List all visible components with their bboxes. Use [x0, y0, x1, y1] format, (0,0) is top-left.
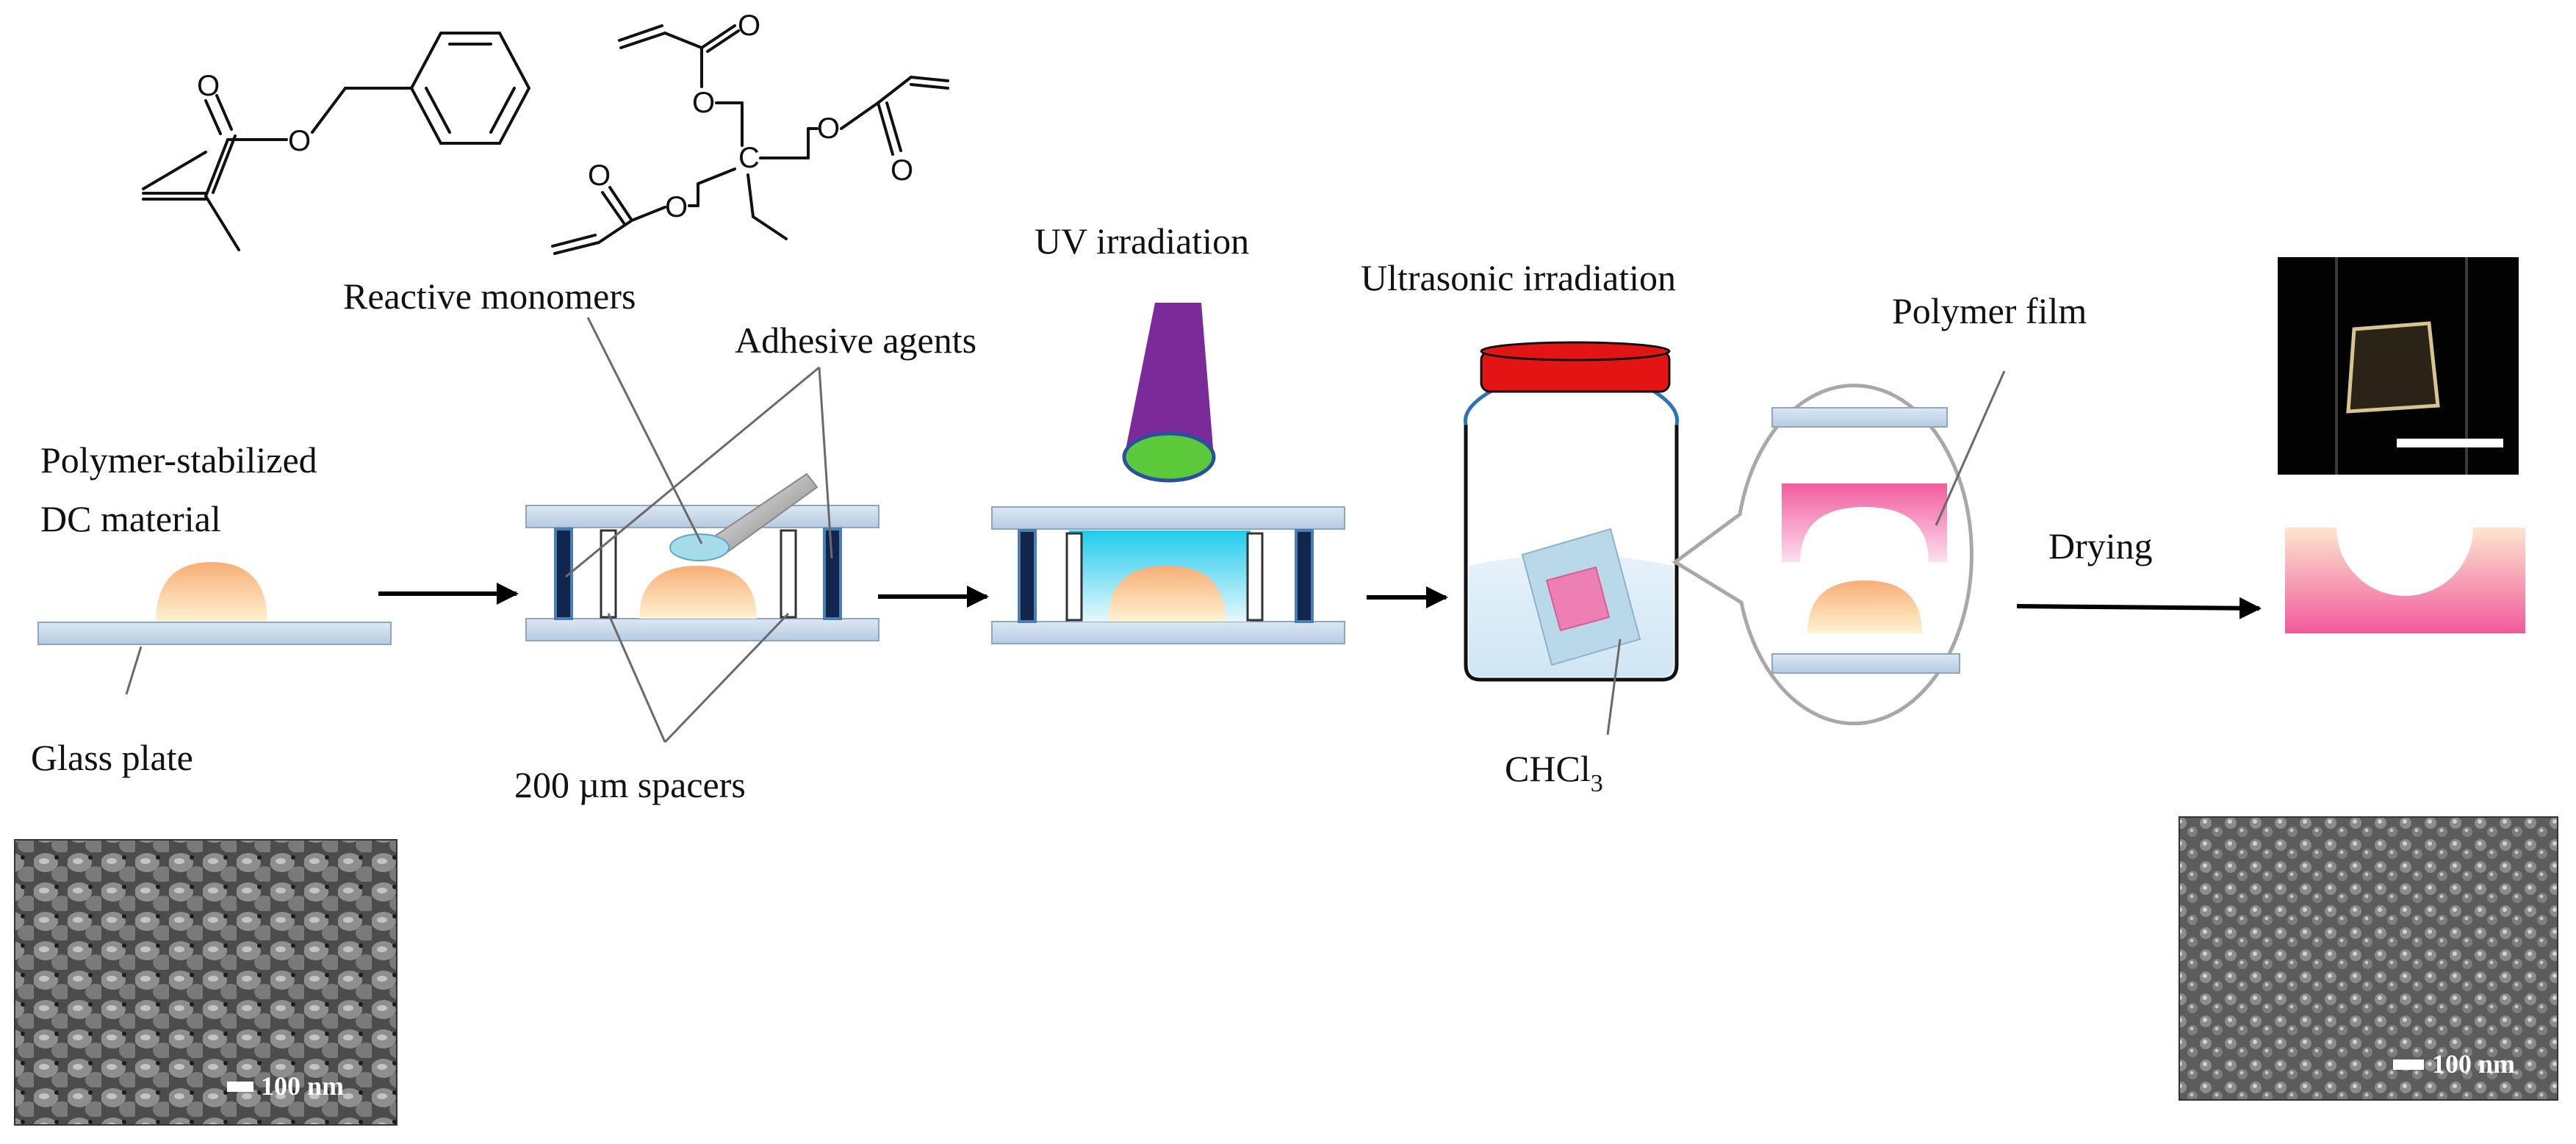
sem-left-scale-bar — [227, 1082, 253, 1092]
benzyl-methacrylate-structure: O O — [142, 32, 531, 251]
film-photograph — [2278, 257, 2519, 475]
sem-left-texture — [15, 840, 397, 1125]
trimethylolpropane-triacrylate-structure: C O O O O O O — [551, 10, 949, 255]
stage-5-dried-film — [2285, 528, 2525, 633]
uv-top-glass — [991, 506, 1345, 530]
stage-3-uv-curing — [991, 303, 1345, 644]
sem-image-right: 100 nm — [2179, 816, 2558, 1101]
uv-lamp — [1124, 303, 1214, 457]
ultrasonic-irradiation-label: Ultrasonic irradiation — [1361, 257, 1676, 298]
photo-film-sample — [2346, 321, 2440, 414]
adhesive-agent-left — [554, 528, 573, 620]
sample-film — [1545, 566, 1611, 632]
zoom-bottom-glass — [1771, 653, 1960, 674]
zoom-bubble — [1672, 384, 1974, 726]
uv-droplet — [1108, 566, 1226, 622]
ester-oxygen-2: O — [692, 87, 715, 119]
spacers-label: 200 µm spacers — [514, 764, 746, 805]
solvent-base: CHCl — [1505, 748, 1591, 789]
polymer-stabilized-label: Polymer-stabilized — [40, 439, 317, 481]
jar-neck — [1463, 389, 1680, 425]
zoom-dc-droplet — [1807, 580, 1922, 633]
uv-spacer-right — [1246, 532, 1264, 622]
photo-scale-bar — [2397, 439, 2503, 447]
stage-1-droplet-on-glass — [37, 562, 392, 695]
uv-adhesive-right — [1295, 529, 1314, 623]
sem-right-texture — [2179, 817, 2558, 1100]
adhesive-agents-label: Adhesive agents — [735, 320, 976, 361]
glass-plate-label: Glass plate — [31, 737, 193, 778]
ester-oxygen-3: O — [817, 112, 840, 145]
carbonyl-oxygen-4: O — [588, 159, 611, 192]
spacer-left — [600, 529, 617, 619]
sem-left-scale-label: 100 nm — [261, 1071, 344, 1101]
sem-image-left: 100 nm — [14, 839, 397, 1126]
ester-oxygen-4: O — [665, 191, 688, 223]
top-glass-plate — [525, 505, 879, 528]
zoom-top-glass — [1771, 407, 1948, 428]
uv-spacer-left — [1065, 532, 1083, 622]
drying-label: Drying — [2048, 525, 2153, 566]
uv-lens — [1122, 431, 1216, 483]
adhesive-agent-right — [823, 528, 842, 620]
zoom-callout — [1672, 370, 2006, 726]
uv-bottom-glass — [991, 621, 1345, 644]
reactive-monomers-label: Reactive monomers — [343, 276, 636, 317]
dc-material-label: DC material — [40, 498, 221, 539]
bottom-glass-plate — [525, 618, 879, 641]
dried-polymer-film — [2285, 528, 2525, 633]
stage-4-ultrasonic-jar — [1463, 341, 1680, 735]
ester-oxygen-1: O — [288, 125, 311, 157]
sem-right-scale-label: 100 nm — [2432, 1049, 2515, 1079]
zoom-polymer-film — [1782, 483, 1947, 562]
polymer-film-label: Polymer film — [1892, 290, 2087, 331]
droplet-in-cell — [639, 566, 757, 619]
solvent-subscript: 3 — [1591, 770, 1603, 797]
carbonyl-oxygen-3: O — [891, 154, 913, 187]
solvent-label: CHCl3 — [1505, 748, 1603, 797]
uv-irradiation-label: UV irradiation — [1035, 220, 1249, 262]
jar-lid-top — [1480, 341, 1671, 361]
stage-2-cell-assembly — [525, 317, 879, 744]
central-carbon: C — [738, 142, 760, 174]
dc-material-droplet — [156, 562, 267, 623]
uv-adhesive-left — [1018, 529, 1037, 623]
monomer-drop — [669, 533, 730, 561]
carbonyl-oxygen-2: O — [738, 10, 760, 42]
spacer-right — [780, 529, 797, 619]
arrow-4 — [2016, 597, 2262, 619]
sem-right-scale-bar — [2393, 1060, 2424, 1070]
glass-plate — [37, 622, 392, 645]
